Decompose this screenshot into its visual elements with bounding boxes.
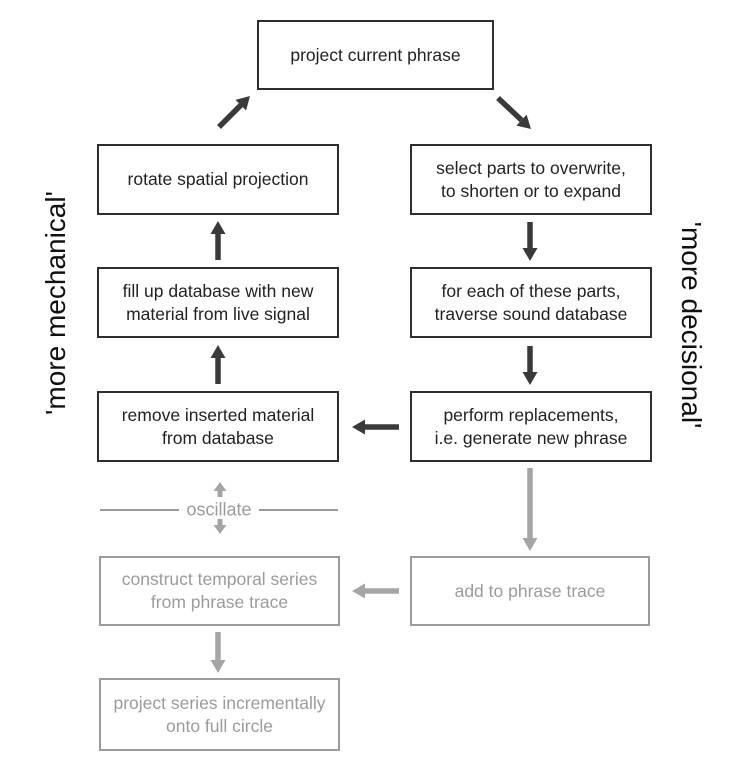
node-project-current-phrase: project current phrase	[257, 20, 494, 90]
node-rotate-spatial-projection: rotate spatial projection	[97, 144, 339, 215]
oscillate-label: oscillate	[186, 499, 252, 520]
arrow-fillup-to-rotate	[210, 221, 226, 260]
arrow-remove-to-fillup	[210, 345, 226, 384]
oscillate-down-arrow	[213, 519, 227, 534]
node-label: select parts to overwrite, to shorten or…	[436, 157, 626, 201]
arrow-construct-to-projectseries	[210, 632, 226, 673]
arrow-addtrace-to-construct	[352, 583, 399, 599]
oscillate-up-arrow	[213, 482, 227, 497]
arrow-traverse-to-perform	[522, 346, 538, 385]
arrow-rotate-to-project	[217, 96, 250, 129]
node-label: rotate spatial projection	[127, 169, 309, 189]
node-project-series-full-circle: project series incrementally onto full c…	[99, 678, 340, 751]
axis-label-more-decisional: 'more decisional'	[676, 221, 707, 429]
arrow-perform-to-addtrace	[522, 468, 538, 551]
node-fill-up-database: fill up database with new material from …	[97, 267, 339, 338]
node-label: remove inserted material from database	[121, 404, 315, 448]
arrow-select-to-traverse	[522, 222, 538, 261]
node-add-to-phrase-trace: add to phrase trace	[410, 556, 650, 626]
node-remove-inserted-material: remove inserted material from database	[97, 391, 339, 462]
axis-label-more-mechanical: 'more mechanical'	[40, 191, 71, 415]
arrow-project-to-select	[496, 95, 531, 129]
node-select-parts: select parts to overwrite, to shorten or…	[410, 144, 652, 215]
node-label: project current phrase	[290, 44, 461, 65]
node-label: perform replacements, i.e. generate new …	[434, 404, 628, 448]
arrow-perform-to-remove	[352, 419, 399, 435]
node-label: for each of these parts, traverse sound …	[434, 280, 628, 324]
node-label: project series incrementally onto full c…	[113, 692, 326, 736]
node-label: fill up database with new material from …	[122, 280, 314, 324]
node-label: construct temporal series from phrase tr…	[121, 569, 318, 612]
node-perform-replacements: perform replacements, i.e. generate new …	[410, 391, 652, 462]
node-construct-temporal-series: construct temporal series from phrase tr…	[99, 556, 340, 626]
node-traverse-sound-database: for each of these parts, traverse sound …	[410, 267, 652, 338]
node-label: add to phrase trace	[454, 580, 606, 601]
